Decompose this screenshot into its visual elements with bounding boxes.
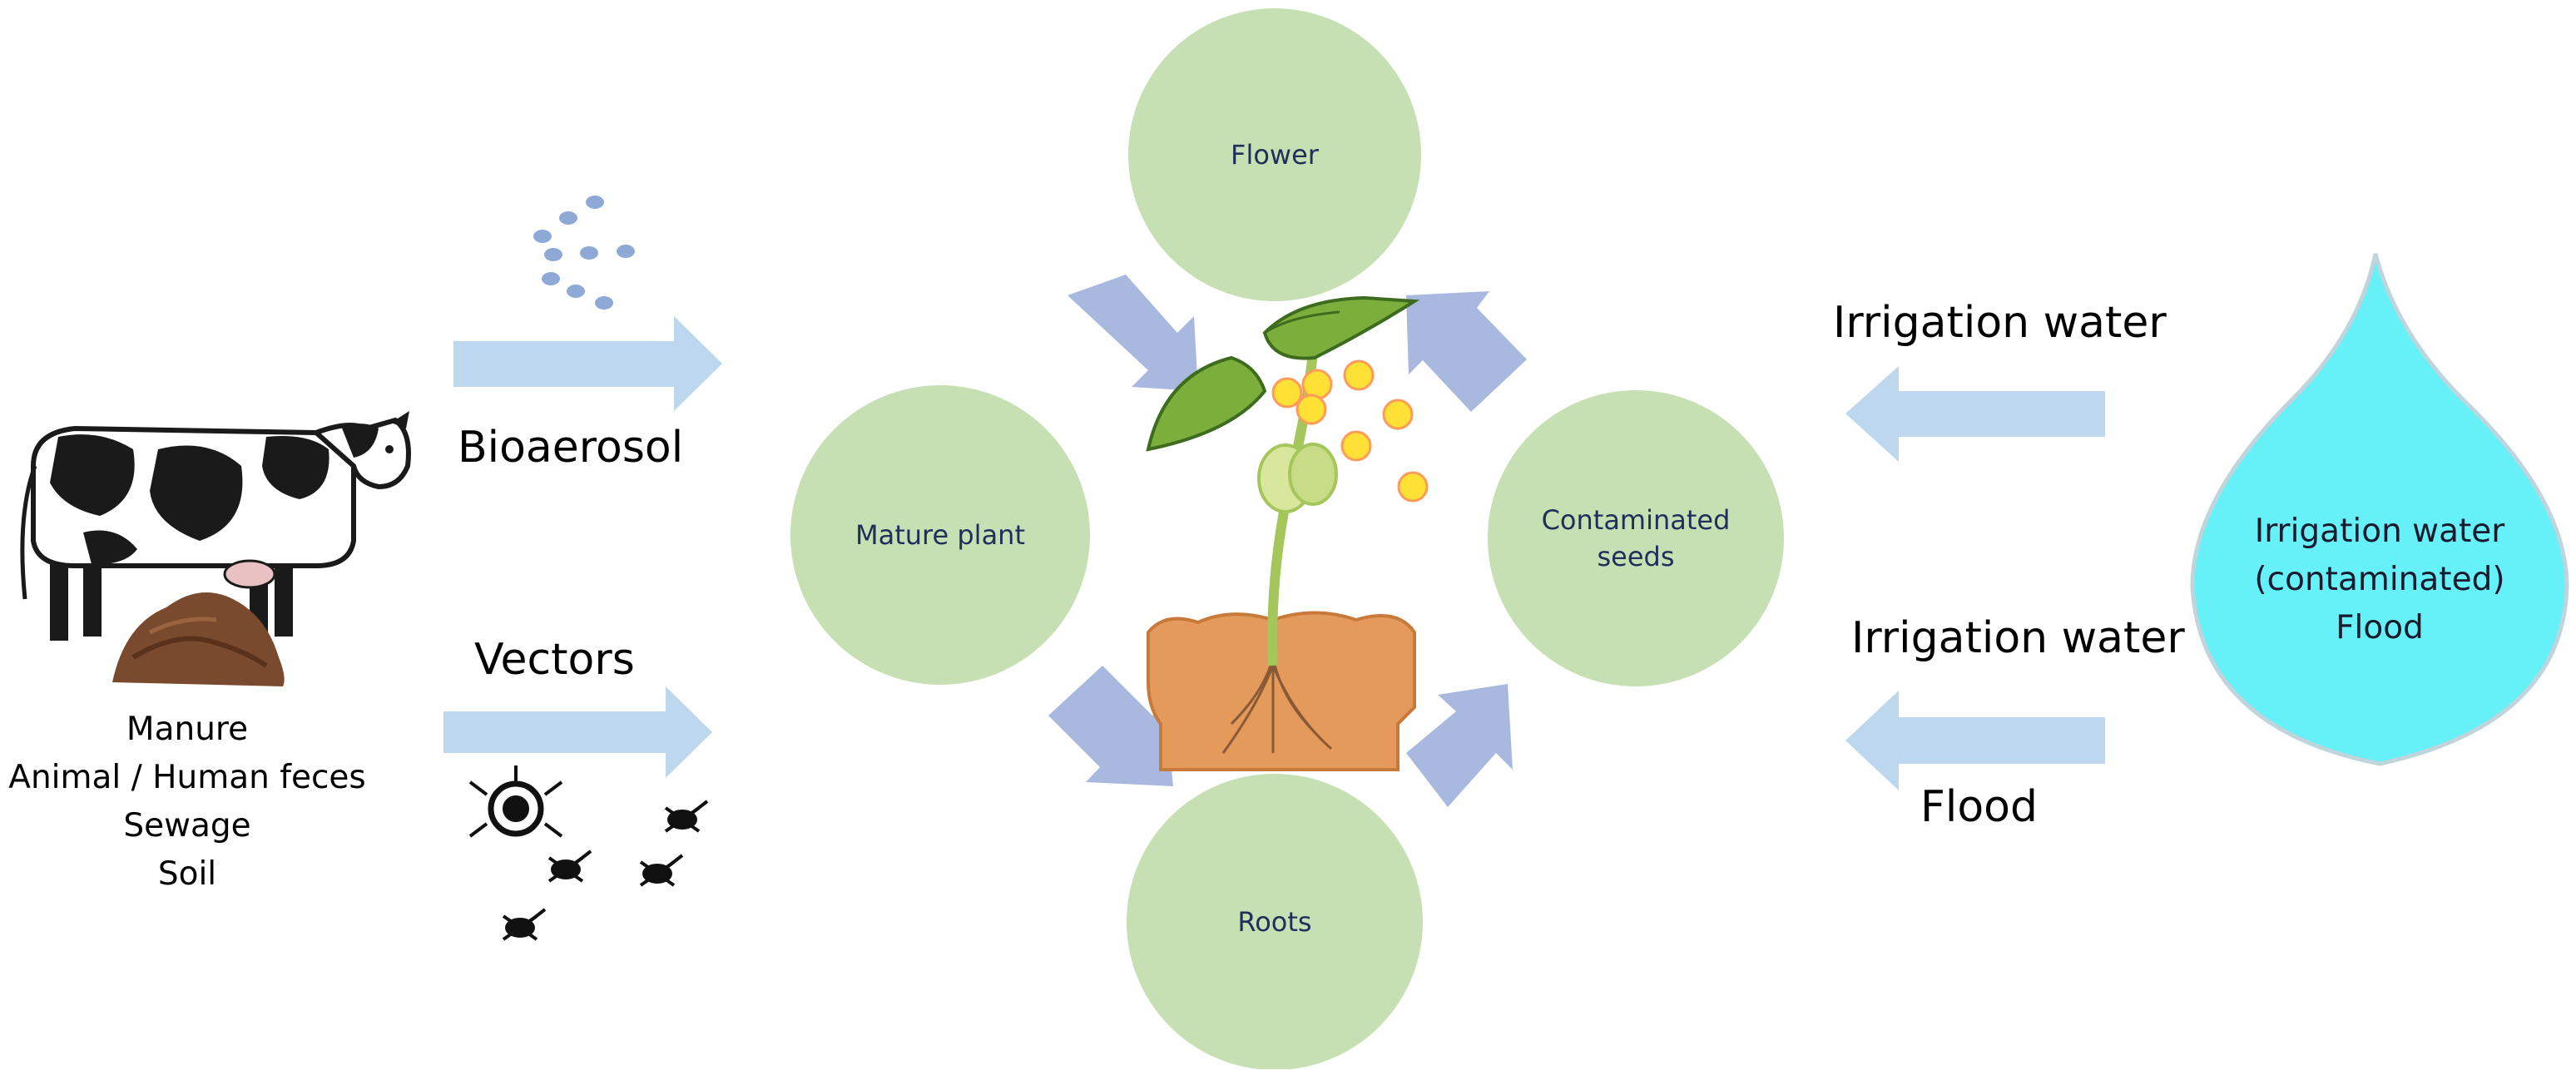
contaminated-seeds-circle: [1488, 390, 1784, 686]
source-soil: Soil: [157, 855, 217, 893]
contaminated-seeds-label-line2: seeds: [1597, 541, 1675, 572]
vectors-arrow: [443, 686, 712, 778]
seedling-icon: [1146, 295, 1420, 771]
source-animal-human-feces: Animal / Human feces: [8, 759, 366, 796]
water-drop-line3: Flood: [2336, 609, 2424, 646]
flower-label-wrap: Flower: [1128, 8, 1421, 301]
irrigation-water-bottom-label: Irrigation water: [1851, 613, 2185, 663]
vectors-label: Vectors: [474, 635, 635, 685]
roots-circle: [1127, 774, 1423, 1069]
water-drop-icon: [2190, 253, 2569, 766]
mature-plant-label: Mature plant: [855, 519, 1025, 551]
manure-pile-icon: [112, 592, 285, 686]
flower-circle: [1128, 8, 1421, 301]
source-manure: Manure: [126, 711, 249, 748]
contaminated-seeds-label-line1: Contaminated: [1541, 504, 1731, 536]
cow-icon: [20, 411, 411, 641]
contaminated-seeds-dots: [1271, 359, 1429, 503]
bioaerosol-arrow: [453, 316, 722, 411]
mature-plant-circle: [790, 385, 1090, 685]
irrigation-water-arrow: [1845, 366, 2105, 462]
irrigation-water-top-label: Irrigation water: [1833, 298, 2167, 348]
water-drop-label: Irrigation water (contaminated) Flood: [2197, 508, 2563, 652]
inward-arrow-bottom-right: [1406, 684, 1513, 807]
flood-arrow: [1845, 691, 2105, 790]
tick-insect-icon: [468, 765, 709, 941]
water-drop-line1: Irrigation water: [2254, 513, 2505, 550]
inward-arrow-bottom-left: [1048, 666, 1173, 786]
mature-plant-label-wrap: Mature plant: [790, 385, 1090, 685]
roots-label-wrap: Roots: [1127, 774, 1423, 1070]
bioaerosol-label: Bioaerosol: [458, 423, 684, 473]
flower-label: Flower: [1231, 139, 1319, 171]
source-sewage: Sewage: [123, 807, 251, 845]
contaminated-seeds-label-wrap: Contaminated seeds: [1488, 390, 1784, 686]
inward-arrow-top-left: [1068, 275, 1198, 391]
flood-label: Flood: [1920, 782, 2038, 832]
inward-arrow-top-right: [1406, 291, 1527, 412]
water-drop-line2: (contaminated): [2254, 561, 2505, 598]
bioaerosol-particles-icon: [533, 196, 635, 310]
roots-label: Roots: [1237, 906, 1312, 938]
